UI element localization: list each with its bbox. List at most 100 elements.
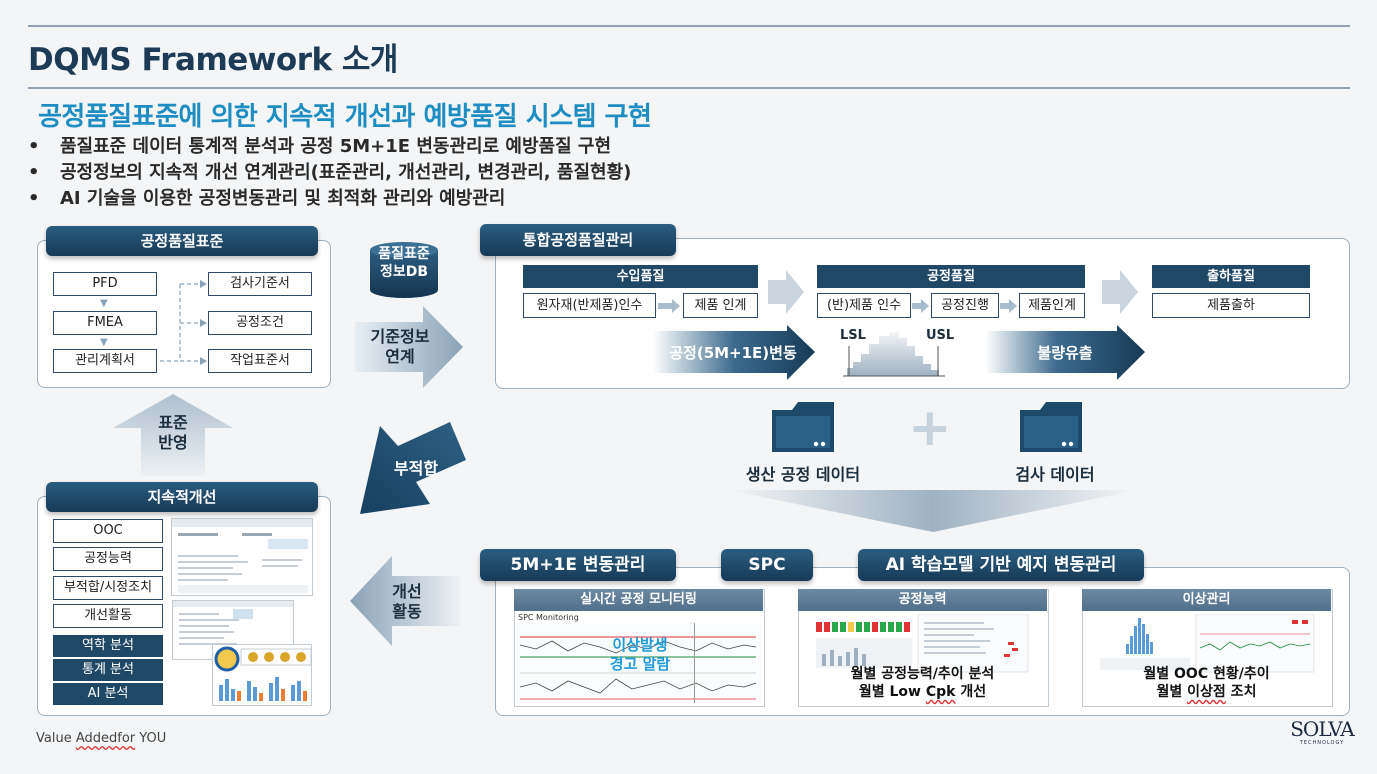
bullet-text: AI 기술을 이용한 공정변동관리 및 최적화 관리와 예방관리 (60, 188, 506, 209)
company-logo: SOLVA TECHNOLOGY (1290, 717, 1355, 746)
bullet-dot: • (28, 136, 40, 157)
improve-arrow-line2: 활동 (392, 602, 422, 621)
db-label-line2: 정보DB (379, 264, 429, 280)
database-icon (370, 242, 438, 298)
down-arrow-icon: ▼ (100, 298, 108, 309)
page-subtitle: 공정품질표준에 의한 지속적 개선과 예방품질 시스템 구현 (38, 102, 652, 132)
bullet-dot: • (28, 162, 40, 183)
continuous-header: 지속적개선 (46, 482, 318, 512)
capability-box: 공정능력 (53, 547, 163, 571)
inspection-standard-box: 검사기준서 (208, 272, 312, 296)
alarm-overlay-text: 이상발생 경고 알람 (580, 636, 700, 674)
tab-spc[interactable]: SPC (721, 549, 813, 581)
process-condition-box: 공정조건 (208, 311, 312, 335)
alarm-line2: 경고 알람 (609, 655, 671, 673)
plus-icon: + (908, 398, 952, 458)
nonconformance-arrow-label: 부적합 (393, 459, 439, 478)
shipping-quality-header: 출하품질 (1152, 265, 1310, 288)
db-label: 품질표준 정보DB (366, 245, 442, 281)
anomaly-overlay-text: 월별 OOC 현황/추이 월별 이상점 조치 (1082, 665, 1331, 701)
module-capability-header: 공정능력 (798, 589, 1047, 611)
bullet-dot: • (28, 188, 40, 209)
tab-5m1e[interactable]: 5M+1E 변동관리 (480, 549, 676, 581)
down-arrow-icon: ▼ (100, 337, 108, 348)
ai-analysis-box: AI 분석 (53, 683, 163, 705)
anomaly-line1: 월별 OOC 현황/추이 (1143, 666, 1270, 682)
bullet-item: • 공정정보의 지속적 개선 연계관리(표준관리, 개선관리, 변경관리, 품질현… (28, 160, 631, 186)
inspection-data-label: 검사 데이터 (1015, 465, 1095, 484)
bullet-item: • 품질표준 데이터 통계적 분석과 공정 5M+1E 변동관리로 예방품질 구현 (28, 134, 631, 160)
work-standard-box: 작업표준서 (208, 349, 312, 373)
chevron-right-icon (1102, 270, 1138, 314)
link-arrow-line2: 연계 (385, 347, 415, 366)
histogram-icon (843, 332, 945, 377)
corrective-action-box: 부적합/시정조치 (53, 576, 163, 600)
reflect-arrow-label: 표준 반영 (143, 413, 203, 453)
capability-line2-c: 개선 (955, 684, 987, 700)
link-arrow-icon (355, 306, 463, 388)
logo-text: SOLVA (1290, 717, 1355, 741)
footer-part-c: YOU (135, 731, 167, 746)
page-title: DQMS Framework 소개 (28, 42, 398, 78)
screenshot-thumbnail (212, 644, 312, 706)
logo-sub: TECHNOLOGY (1299, 740, 1345, 746)
raw-material-receive-box: 원자재(반제품)인수 (523, 293, 656, 318)
folder-icon (772, 402, 834, 452)
pfd-box: PFD (53, 272, 157, 296)
dashed-connector (160, 280, 207, 365)
capability-line1: 월별 공정능력/추이 분석 (850, 666, 995, 682)
anomaly-line2-b: 이상점 (1187, 684, 1226, 700)
folder-icon (1020, 402, 1082, 452)
epidemiology-analysis-box: 역학 분석 (53, 635, 163, 657)
usl-label: USL (926, 328, 955, 343)
anomaly-line2-c: 조치 (1225, 684, 1257, 700)
right-arrow-icon (912, 299, 929, 313)
standard-header: 공정품질표준 (46, 226, 318, 256)
reflect-arrow-line2: 반영 (158, 433, 188, 452)
chevron-right-icon (768, 270, 804, 314)
screenshot-thumbnail (171, 518, 313, 596)
capability-line2-b: Cpk (925, 684, 956, 700)
improve-arrow-label: 개선 활동 (378, 582, 436, 622)
bullet-text: 품질표준 데이터 통계적 분석과 공정 5M+1E 변동관리로 예방품질 구현 (60, 136, 612, 157)
alarm-line1: 이상발생 (612, 636, 668, 654)
title-rule (28, 87, 1350, 89)
process-product-handover-box: 제품인계 (1019, 293, 1085, 318)
bullet-text: 공정정보의 지속적 개선 연계관리(표준관리, 개선관리, 변경관리, 품질현황… (60, 162, 632, 183)
fmea-box: FMEA (53, 311, 157, 335)
right-arrow-icon (658, 299, 680, 313)
control-plan-box: 관리계획서 (53, 349, 157, 373)
tab-ai-prediction[interactable]: AI 학습모델 기반 예지 변동관리 (858, 549, 1144, 581)
anomaly-line2-a: 월별 (1156, 684, 1188, 700)
bullet-list: • 품질표준 데이터 통계적 분석과 공정 5M+1E 변동관리로 예방품질 구현… (28, 134, 631, 212)
top-rule (28, 25, 1350, 27)
bullet-item: • AI 기술을 이용한 공정변동관리 및 최적화 관리와 예방관리 (28, 186, 631, 212)
footer-tagline: Value Addedfor YOU (36, 731, 166, 746)
product-handover-box: 제품 인계 (683, 293, 758, 318)
right-arrow-icon (1000, 299, 1017, 313)
module-anomaly-header: 이상관리 (1082, 589, 1331, 611)
capability-line2-a: 월별 Low (858, 684, 926, 700)
variation-arrow-icon (653, 325, 815, 380)
improve-arrow-line1: 개선 (392, 582, 422, 601)
link-arrow-label: 기준정보 연계 (355, 327, 445, 367)
product-shipping-box: 제품출하 (1152, 293, 1310, 318)
outflow-arrow-icon (985, 325, 1145, 380)
lsl-label: LSL (840, 328, 866, 343)
production-data-label: 생산 공정 데이터 (745, 465, 861, 484)
improve-arrow-icon (350, 556, 460, 646)
incoming-quality-header: 수입품질 (523, 265, 758, 288)
link-arrow-line1: 기준정보 (370, 327, 430, 346)
footer-part-a: Value (36, 731, 76, 746)
module-realtime-header: 실시간 공정 모니터링 (514, 589, 763, 611)
capability-overlay-text: 월별 공정능력/추이 분석 월별 Low Cpk 개선 (798, 665, 1047, 701)
anomaly-thumbnail (1100, 614, 1315, 673)
integrated-header: 통합공정품질관리 (480, 224, 676, 256)
funnel-down-icon (728, 490, 1138, 532)
reflect-arrow-icon (113, 394, 233, 476)
capability-line2: 월별 Low Cpk 개선 (798, 683, 1047, 701)
statistical-analysis-box: 통계 분석 (53, 659, 163, 681)
process-quality-header: 공정품질 (817, 265, 1085, 288)
spc-monitoring-title: SPC Monitoring (518, 613, 579, 622)
